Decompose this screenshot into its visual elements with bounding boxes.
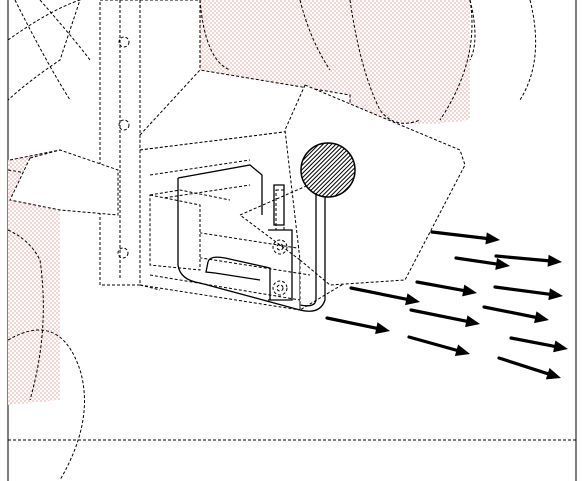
airflow-arrow-head xyxy=(495,258,510,270)
airflow-arrow-icon xyxy=(482,305,537,319)
airflow-arrow-head xyxy=(462,284,477,297)
left-bracket xyxy=(9,149,119,216)
airflow-arrow-head xyxy=(405,293,420,306)
airflow-arrow-head xyxy=(545,367,561,380)
airflow-arrow-icon xyxy=(509,336,556,348)
airflow-arrow-head xyxy=(547,254,562,267)
airflow-arrow-head xyxy=(465,315,480,328)
airflow-arrow-icon xyxy=(409,308,468,323)
lower-plate xyxy=(149,189,231,271)
airflow-arrow-icon xyxy=(325,316,378,330)
hinge-icon xyxy=(272,189,288,296)
airflow-arrow-icon xyxy=(415,280,465,293)
airflow-arrow-icon xyxy=(349,286,408,301)
airflow-arrow-head xyxy=(485,232,500,245)
contour-lines xyxy=(8,0,576,441)
left-drum xyxy=(7,0,91,481)
airflow-arrow-icon xyxy=(497,356,550,376)
airflow-arrow-icon xyxy=(493,285,551,296)
airflow-arrow-icon xyxy=(494,254,550,263)
airflow-arrow-icon xyxy=(430,230,488,240)
airflow-arrow-icon xyxy=(454,256,498,266)
airflow-arrows xyxy=(325,230,568,380)
airflow-arrow-icon xyxy=(407,335,459,352)
airflow-arrow-head xyxy=(534,311,549,324)
airflow-arrow-head xyxy=(454,344,470,357)
airflow-arrow-head xyxy=(375,322,390,335)
knob-icon xyxy=(300,142,356,198)
airflow-arrow-head xyxy=(553,340,568,353)
airflow-arrow-head xyxy=(548,288,563,301)
